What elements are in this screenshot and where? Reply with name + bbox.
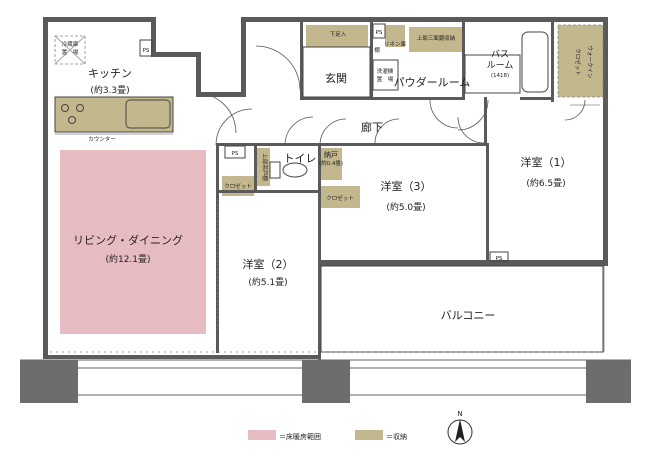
western2-area: (約5.1畳) xyxy=(248,276,287,288)
western2-name: 洋室（2） xyxy=(243,257,294,271)
fridge-label: 冷蔵庫 xyxy=(62,40,79,48)
balcony-name: バルコニー xyxy=(441,309,496,322)
closet3-storage xyxy=(320,186,360,208)
shoe-box-storage xyxy=(306,25,368,47)
floor-heating-area xyxy=(60,150,206,334)
kitchen-area: (約3.3畳) xyxy=(90,84,129,96)
washer-space xyxy=(372,59,399,91)
ps-balcony: PS xyxy=(496,256,503,262)
upper-mirror-storage xyxy=(409,27,462,52)
western1-name: 洋室（1） xyxy=(521,155,572,169)
kitchen-counter-area xyxy=(55,97,173,132)
living-area: (約12.1畳) xyxy=(105,253,150,265)
corridor-name: 廊下 xyxy=(361,120,383,134)
shelf-label: 棚 xyxy=(374,46,380,54)
ps-entrance: PS xyxy=(376,30,383,36)
walkin-label2: クロゼット xyxy=(574,48,582,76)
upper-shelf-label: 上部吊戸棚 xyxy=(261,153,269,181)
column-left xyxy=(20,360,78,403)
bath-size: (1418) xyxy=(491,73,509,79)
kitchen-name: キッチン xyxy=(88,67,132,80)
nando-area: (約0.4畳) xyxy=(319,159,343,167)
upper-shelf-storage xyxy=(256,148,270,186)
north-compass-icon xyxy=(447,419,473,445)
living-name: リビング・ダイニング xyxy=(73,233,183,247)
legend-storage-swatch xyxy=(355,430,383,440)
ps-kitchen: PS xyxy=(143,48,150,54)
bathtub xyxy=(521,31,549,93)
legend-storage-label: ＝収納 xyxy=(386,432,407,441)
ps-toilet: PS xyxy=(232,151,239,157)
closet2-label: クロゼット xyxy=(224,182,252,190)
counter-label: カウンター xyxy=(88,135,116,143)
entrance-name: 玄関 xyxy=(325,71,347,85)
walkin-label: ウォークイン xyxy=(586,45,594,79)
upper-mirror-label: 上部三面鏡収納 xyxy=(417,34,456,42)
toilet-name: トイレ xyxy=(284,152,317,165)
washer-label: 洗濯機 xyxy=(377,67,394,75)
shoe-box-label: 下足入 xyxy=(330,31,347,38)
western3-area: (約5.0畳) xyxy=(386,201,425,213)
bath-name2: ルーム xyxy=(487,60,514,71)
western3-name: 洋室（3） xyxy=(381,179,432,193)
legend-floor-heating-swatch xyxy=(248,430,276,440)
linen-storage xyxy=(385,25,405,47)
bath-name: バス xyxy=(491,49,509,60)
walkin-closet xyxy=(558,25,603,97)
entrance-door xyxy=(255,45,301,91)
western1-area: (約6.5畳) xyxy=(526,177,565,189)
corridor-door xyxy=(215,108,253,146)
linen-label: リネン庫 xyxy=(384,40,407,48)
column-right xyxy=(586,360,631,403)
compass-north-label: N xyxy=(457,410,462,418)
sink xyxy=(125,99,171,129)
column-center xyxy=(302,360,350,403)
nando-label: 納戸 xyxy=(324,150,338,159)
powder-name: パウダールーム xyxy=(394,75,471,89)
fridge-space xyxy=(54,35,86,65)
toilet-bowl xyxy=(282,162,308,178)
legend-floor-heating-label: ＝床暖房範囲 xyxy=(279,432,321,441)
nando-storage xyxy=(320,148,342,180)
closet3-label: クロゼット xyxy=(326,194,354,202)
washer-label2: 置 場 xyxy=(377,75,394,83)
fridge-label2: 置 場 xyxy=(62,48,79,56)
